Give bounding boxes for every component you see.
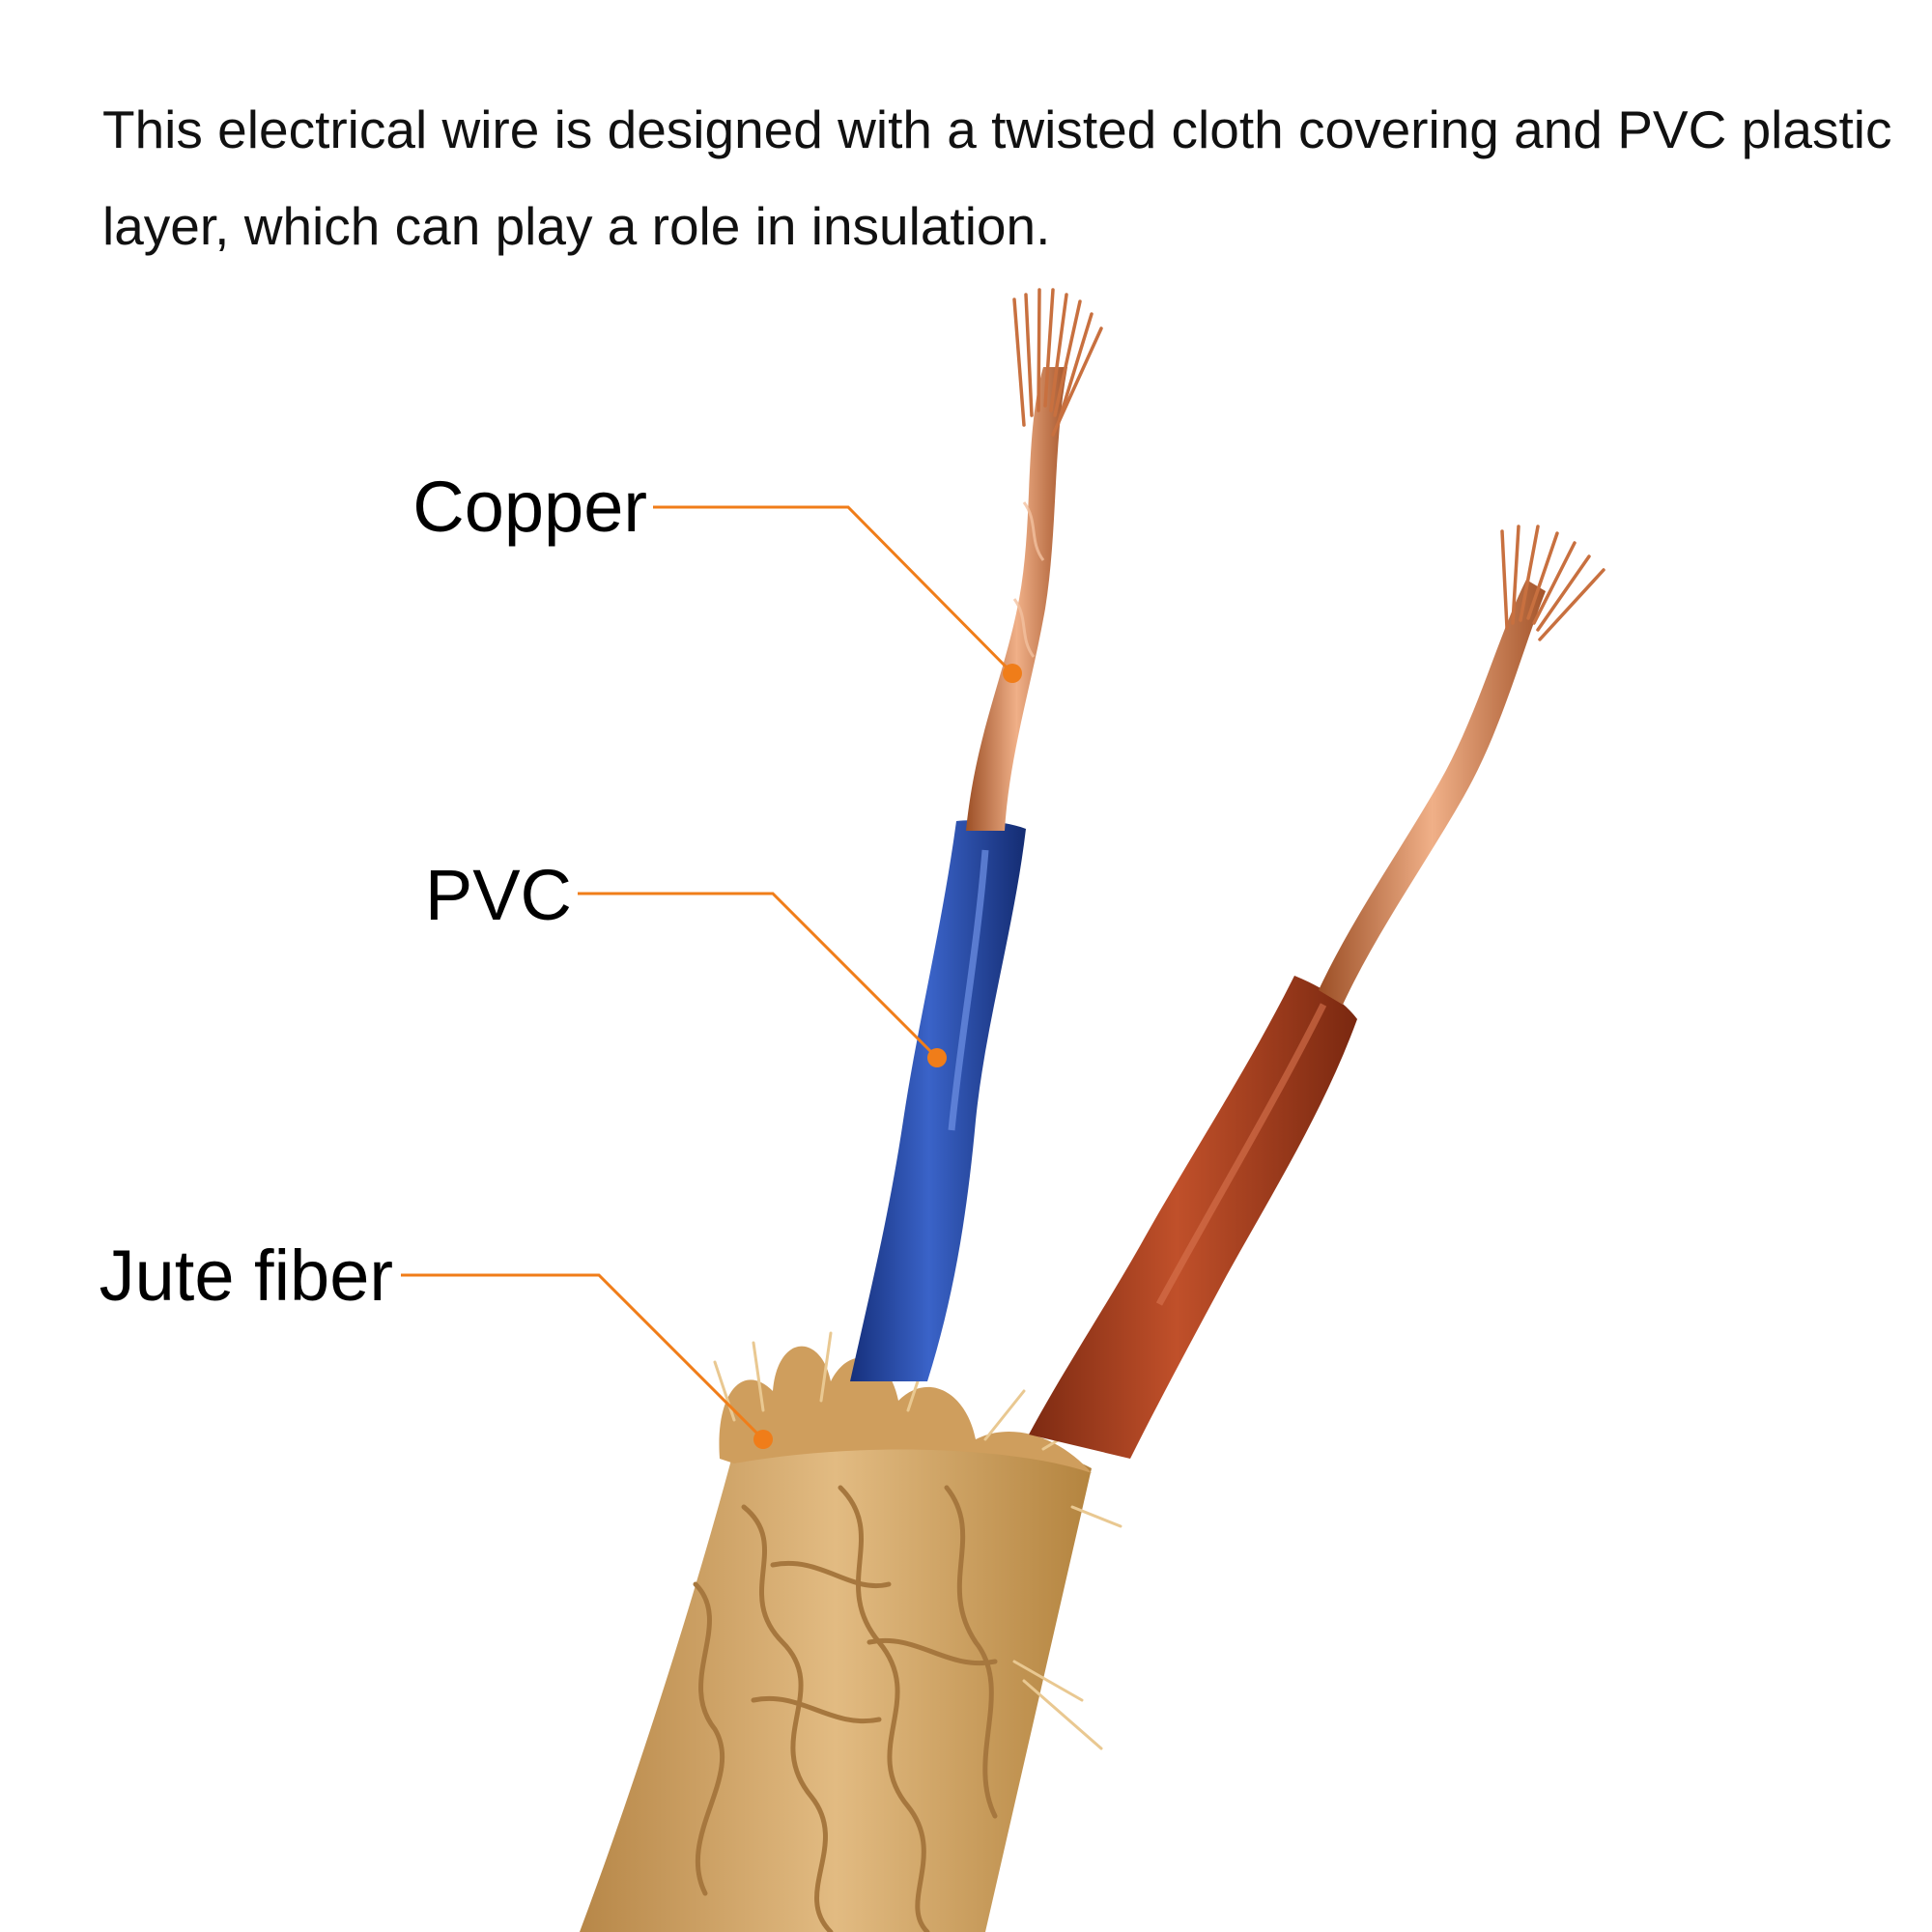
blue-pvc-wire [850,820,1026,1381]
red-pvc-wire [1029,976,1357,1459]
jute-sleeve [580,1331,1122,1932]
copper-strands-blue [966,288,1103,831]
caption-text: This electrical wire is designed with a … [102,99,1892,256]
copper-strands-red [1319,525,1605,1005]
callout-pvc [578,892,947,1067]
callout-jute [401,1273,773,1449]
label-pvc: PVC [424,855,572,935]
label-jute-fiber: Jute fiber [99,1236,393,1316]
label-copper: Copper [412,467,647,547]
callout-copper [653,505,1022,683]
